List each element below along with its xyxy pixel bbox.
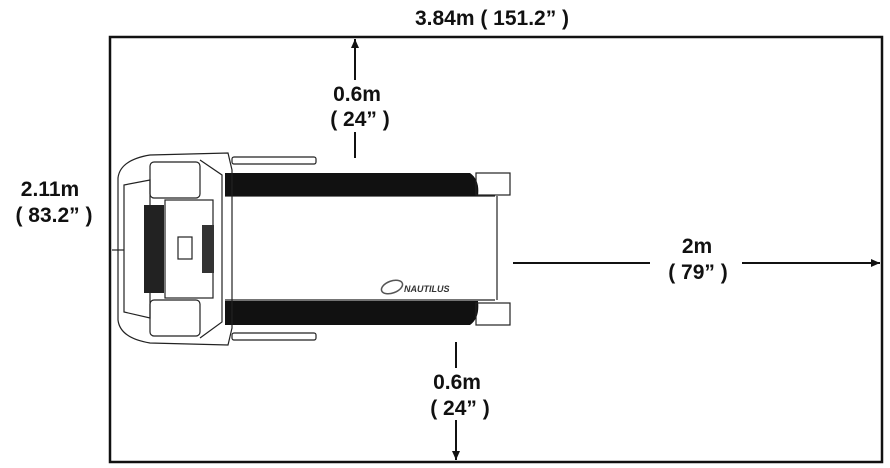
svg-text:NAUTILUS: NAUTILUS	[404, 284, 450, 294]
nautilus-logo: NAUTILUS	[380, 279, 450, 295]
rear-clearance-m: 2m	[682, 235, 712, 258]
height-label-in: ( 83.2” )	[15, 204, 92, 227]
top-clearance-in: ( 24” )	[330, 108, 390, 131]
rear-clearance-in: ( 79” )	[668, 261, 728, 284]
treadmill-top-view	[112, 152, 511, 346]
width-label: 3.84m ( 151.2” )	[415, 7, 569, 30]
height-label-m: 2.11m	[21, 178, 79, 201]
clearance-area-border	[108, 35, 884, 464]
bottom-clearance-m: 0.6m	[433, 371, 481, 394]
top-clearance-m: 0.6m	[333, 83, 381, 106]
bottom-clearance-in: ( 24” )	[430, 397, 490, 420]
